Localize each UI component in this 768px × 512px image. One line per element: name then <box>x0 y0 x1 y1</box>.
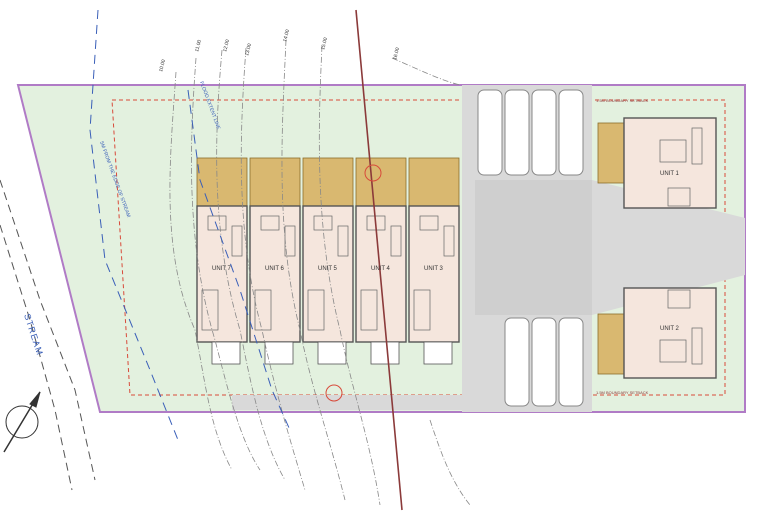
driveway-centre <box>475 180 592 315</box>
unit-label: UNIT 2 <box>660 326 680 332</box>
unit-1 <box>623 117 717 209</box>
parking-top <box>477 89 584 176</box>
contour-label: 11.00 <box>194 39 203 52</box>
stream-label: STREAM <box>22 313 45 357</box>
tree-marker-bottom <box>325 384 343 402</box>
contour-lines <box>169 39 471 506</box>
north-arrow-icon <box>3 391 41 453</box>
section-line <box>355 9 403 511</box>
walkway <box>232 395 472 410</box>
unit-2-deck <box>597 313 625 375</box>
unit-labels: UNIT 7 UNIT 6 UNIT 5 UNIT 4 UNIT 3 UNIT … <box>212 171 680 332</box>
contour-label: 14.00 <box>282 29 291 43</box>
unit-entries <box>211 341 453 365</box>
unit-label: UNIT 4 <box>371 266 391 272</box>
unit-label: UNIT 1 <box>660 171 680 177</box>
terrace-units <box>196 205 460 343</box>
stream-offset-lines <box>89 9 291 441</box>
detached-furnishings <box>659 127 703 365</box>
contour-label: 10.00 <box>158 59 167 73</box>
unit-label: UNIT 5 <box>318 266 338 272</box>
setback-bottom-label: 1.5M BOUNDARY SETBACK <box>596 390 649 395</box>
unit-label: UNIT 6 <box>265 266 285 272</box>
contour-labels: 10.00 11.00 12.00 13.00 14.00 15.00 16.0… <box>158 29 401 73</box>
contour-label: 15.00 <box>320 37 329 51</box>
unit-2 <box>623 287 717 379</box>
setback-top-label: 1.5M BOUNDARY SETBACK <box>596 98 649 103</box>
contour-label: 16.00 <box>392 47 401 61</box>
tree-marker-top <box>364 164 382 182</box>
parking-bottom <box>504 317 584 407</box>
contour-label: 12.00 <box>222 39 231 53</box>
unit-label: UNIT 7 <box>212 266 232 272</box>
driveway-turnaround <box>592 180 745 315</box>
unit-1-deck <box>597 122 625 184</box>
unit-label: UNIT 3 <box>424 266 444 272</box>
stream-lines <box>0 179 96 491</box>
contour-label: 13.00 <box>244 43 253 57</box>
terrace-decks <box>196 157 460 207</box>
